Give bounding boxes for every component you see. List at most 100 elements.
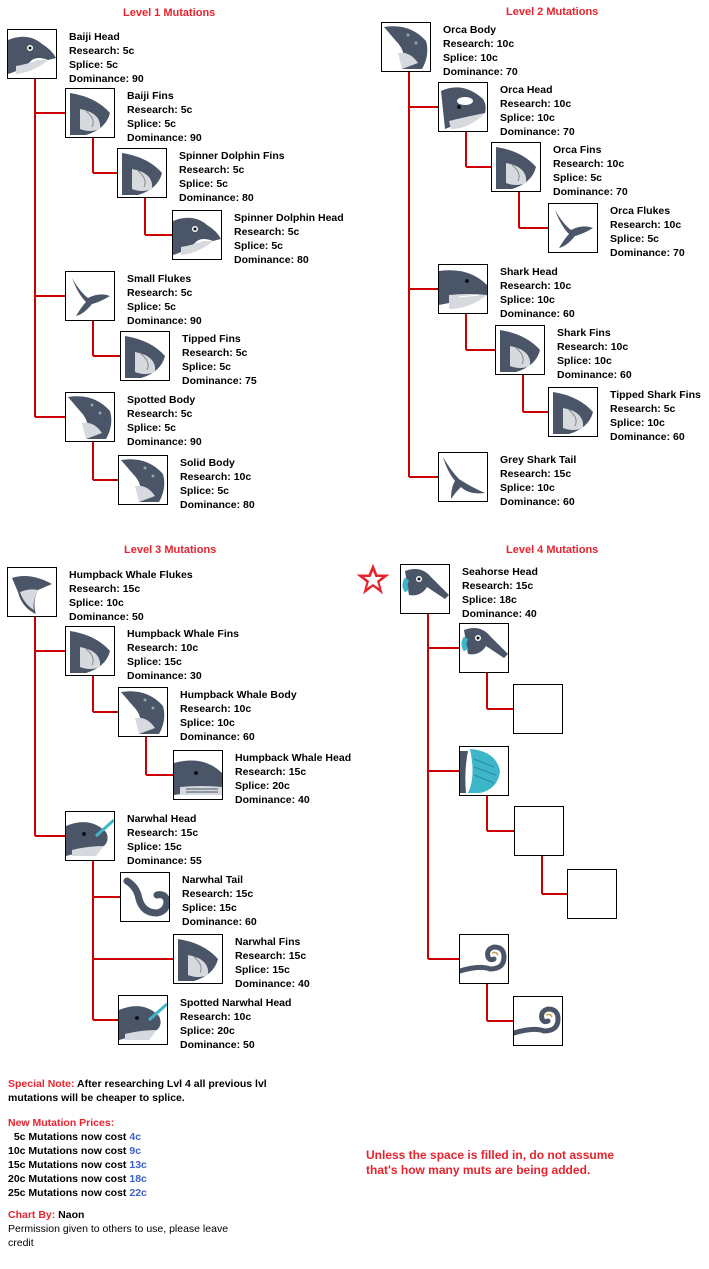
dominance-value: Dominance: 40: [235, 978, 310, 990]
dominance-value: Dominance: 55: [127, 855, 202, 867]
splice-cost: Splice: 5c: [180, 485, 230, 497]
research-cost: Research: 5c: [127, 408, 193, 420]
curled-tail-icon: [120, 872, 170, 922]
disclaimer-line-1: Unless the space is filled in, do not as…: [366, 1148, 615, 1162]
mutation-name: Spinner Dolphin Head: [234, 212, 344, 224]
permission-line-2: credit: [8, 1237, 34, 1249]
dominance-value: Dominance: 40: [235, 794, 310, 806]
research-cost: Research: 15c: [462, 580, 534, 592]
credits: Chart By: Naon Permission given to other…: [8, 1208, 228, 1250]
mutation-name: Baiji Head: [69, 31, 120, 43]
mutation-name: Narwhal Tail: [182, 874, 244, 886]
splice-cost: Splice: 10c: [180, 717, 235, 729]
narwhal-head-icon: [118, 995, 168, 1045]
price-value: 18c: [129, 1173, 147, 1185]
dominance-value: Dominance: 50: [69, 611, 144, 623]
dolphin-head-icon: [7, 29, 57, 79]
dominance-value: Dominance: 90: [127, 436, 202, 448]
research-cost: Research: 15c: [69, 583, 141, 595]
body-icon: [381, 22, 431, 72]
whale-head-icon: [173, 750, 223, 800]
dolphin-fins-icon: [117, 148, 167, 198]
splice-cost: Splice: 5c: [234, 240, 284, 252]
splice-cost: Splice: 5c: [182, 361, 232, 373]
dominance-value: Dominance: 70: [610, 247, 685, 259]
mutation-name: Grey Shark Tail: [500, 454, 577, 466]
empty-mutation-slot: [514, 806, 564, 856]
splice-cost: Splice: 20c: [180, 1025, 235, 1037]
mutation-name: Humpback Whale Head: [235, 752, 352, 764]
mutation-name: Shark Fins: [557, 327, 611, 339]
splice-cost: Splice: 5c: [610, 233, 660, 245]
dominance-value: Dominance: 40: [462, 608, 537, 620]
price-row: 25c Mutations now cost 22c: [8, 1187, 147, 1199]
research-cost: Research: 10c: [180, 1011, 252, 1023]
research-cost: Research: 15c: [235, 950, 307, 962]
splice-cost: Splice: 10c: [443, 52, 498, 64]
dolphin-fins-icon: [120, 331, 170, 381]
disclaimer-line-2: that's how many muts are being added.: [366, 1163, 591, 1177]
price-row: 10c Mutations now cost 9c: [8, 1145, 142, 1157]
mutation-name: Narwhal Head: [127, 813, 197, 825]
special-note: Special Note: After researching Lvl 4 al…: [8, 1077, 267, 1105]
dominance-value: Dominance: 30: [127, 670, 202, 682]
star-icon: [357, 563, 389, 595]
dolphin-fins-icon: [495, 325, 545, 375]
research-cost: Research: 10c: [180, 703, 252, 715]
mutation-name: Orca Head: [500, 84, 553, 96]
research-cost: Research: 5c: [127, 104, 193, 116]
body-icon: [118, 455, 168, 505]
disclaimer: Unless the space is filled in, do not as…: [366, 1148, 666, 1178]
mutation-name: Narwhal Fins: [235, 936, 301, 948]
dolphin-fins-icon: [65, 626, 115, 676]
seahorse-fin-icon: [459, 746, 509, 796]
splice-cost: Splice: 15c: [127, 841, 182, 853]
dolphin-fins-icon: [173, 934, 223, 984]
special-note-text-2: mutations will be cheaper to splice.: [8, 1092, 185, 1104]
mutation-name: Humpback Whale Flukes: [69, 569, 193, 581]
shark-head-icon: [438, 264, 488, 314]
dominance-value: Dominance: 70: [553, 186, 628, 198]
shark-tail-icon: [438, 452, 488, 502]
empty-mutation-slot: [567, 869, 617, 919]
mutation-name: Shark Head: [500, 266, 558, 278]
splice-cost: Splice: 10c: [500, 294, 555, 306]
dominance-value: Dominance: 50: [180, 1039, 255, 1051]
special-note-text-1: After researching Lvl 4 all previous lvl: [74, 1078, 267, 1090]
seahorse-head-icon: [400, 564, 450, 614]
research-cost: Research: 5c: [182, 347, 248, 359]
research-cost: Research: 5c: [234, 226, 300, 238]
spiral-tail-icon: [459, 934, 509, 984]
research-cost: Research: 5c: [610, 403, 676, 415]
level-1-heading: Level 1 Mutations: [123, 7, 216, 19]
splice-cost: Splice: 18c: [462, 594, 517, 606]
dominance-value: Dominance: 60: [182, 916, 257, 928]
flukes-icon: [65, 271, 115, 321]
seahorse-head-icon: [459, 623, 509, 673]
mutation-name: Orca Flukes: [610, 205, 671, 217]
spiral-tail-icon: [513, 996, 563, 1046]
splice-cost: Splice: 10c: [500, 112, 555, 124]
narwhal-head-icon: [65, 811, 115, 861]
body-icon: [65, 392, 115, 442]
research-cost: Research: 15c: [235, 766, 307, 778]
dominance-value: Dominance: 70: [443, 66, 518, 78]
body-icon: [118, 687, 168, 737]
dominance-value: Dominance: 60: [500, 496, 575, 508]
mutation-name: Spotted Narwhal Head: [180, 997, 292, 1009]
mutation-name: Spinner Dolphin Fins: [179, 150, 285, 162]
research-cost: Research: 5c: [179, 164, 245, 176]
whale-flukes-icon: [7, 567, 57, 617]
credits-label: Chart By:: [8, 1209, 56, 1221]
